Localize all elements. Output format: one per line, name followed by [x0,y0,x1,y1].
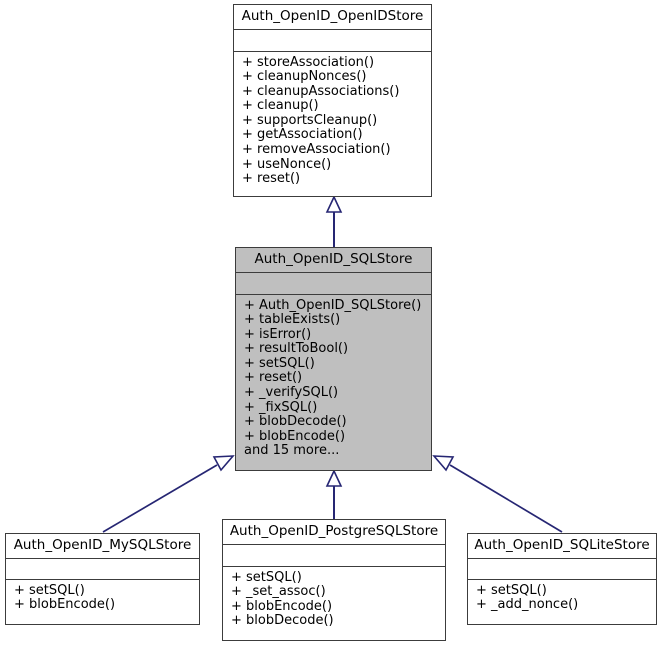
class-member: + blobEncode() [14,597,116,613]
class-attributes-postgresqlstore [223,545,445,567]
class-box-sqlitestore[interactable]: Auth_OpenID_SQLiteStore + setSQL() + _ad… [467,533,657,625]
class-member: + blobDecode() [244,414,347,430]
class-more-members-label: and 15 more... [244,443,340,459]
class-box-postgresqlstore[interactable]: Auth_OpenID_PostgreSQLStore + setSQL() +… [222,519,446,641]
class-attributes-sqlitestore [468,559,656,580]
class-member: + isError() [244,326,312,342]
class-box-sqlstore[interactable]: Auth_OpenID_SQLStore + Auth_OpenID_SQLSt… [235,247,432,471]
class-member: + _fixSQL() [244,399,318,415]
class-operations-sqlitestore: + setSQL() + _add_nonce() [468,580,656,625]
class-member: + blobEncode() [244,428,346,444]
class-member: + useNonce() [242,156,332,172]
class-operations-mysqlstore: + setSQL() + blobEncode() [6,580,199,625]
class-member: + tableExists() [244,312,341,328]
edge-postgresqlstore-to-sqlstore [325,469,343,519]
class-attributes-openidstore [234,30,431,52]
class-member: + setSQL() [231,569,302,585]
edge-sqlstore-to-openidstore [325,195,343,247]
class-member: + setSQL() [14,582,85,598]
class-box-mysqlstore[interactable]: Auth_OpenID_MySQLStore + setSQL() + blob… [5,533,200,625]
edge-mysqlstore-to-sqlstore [102,455,235,533]
class-attributes-sqlstore [236,273,431,295]
class-operations-postgresqlstore: + setSQL() + _set_assoc() + blobEncode()… [223,567,445,641]
class-title-openidstore: Auth_OpenID_OpenIDStore [234,5,431,30]
class-member: + blobDecode() [231,613,334,629]
class-operations-sqlstore: + Auth_OpenID_SQLStore() + tableExists()… [236,295,431,471]
class-title-sqlitestore: Auth_OpenID_SQLiteStore [468,534,656,559]
class-member: + setSQL() [244,355,315,371]
class-title-sqlstore: Auth_OpenID_SQLStore [236,248,431,273]
class-member: + _verifySQL() [244,385,339,401]
class-member: + cleanup() [242,98,319,114]
class-member: + Auth_OpenID_SQLStore() [244,297,422,313]
class-member: + _set_assoc() [231,584,326,600]
class-member: + cleanupAssociations() [242,83,400,99]
class-box-openidstore[interactable]: Auth_OpenID_OpenIDStore + storeAssociati… [233,4,432,197]
class-attributes-mysqlstore [6,559,199,580]
class-member: + getAssociation() [242,127,363,143]
class-member: + reset() [244,370,303,386]
class-member: + reset() [242,171,301,187]
class-member: + resultToBool() [244,341,349,357]
class-member: + cleanupNonces() [242,69,367,85]
class-member: + setSQL() [476,582,547,598]
class-member: + removeAssociation() [242,142,391,158]
class-member: + supportsCleanup() [242,112,378,128]
class-member: + blobEncode() [231,598,333,614]
class-member: + storeAssociation() [242,54,375,70]
class-member: + _add_nonce() [476,597,579,613]
class-title-postgresqlstore: Auth_OpenID_PostgreSQLStore [223,520,445,545]
class-operations-openidstore: + storeAssociation() + cleanupNonces() +… [234,52,431,197]
edge-sqlitestore-to-sqlstore [432,455,563,533]
class-title-mysqlstore: Auth_OpenID_MySQLStore [6,534,199,559]
